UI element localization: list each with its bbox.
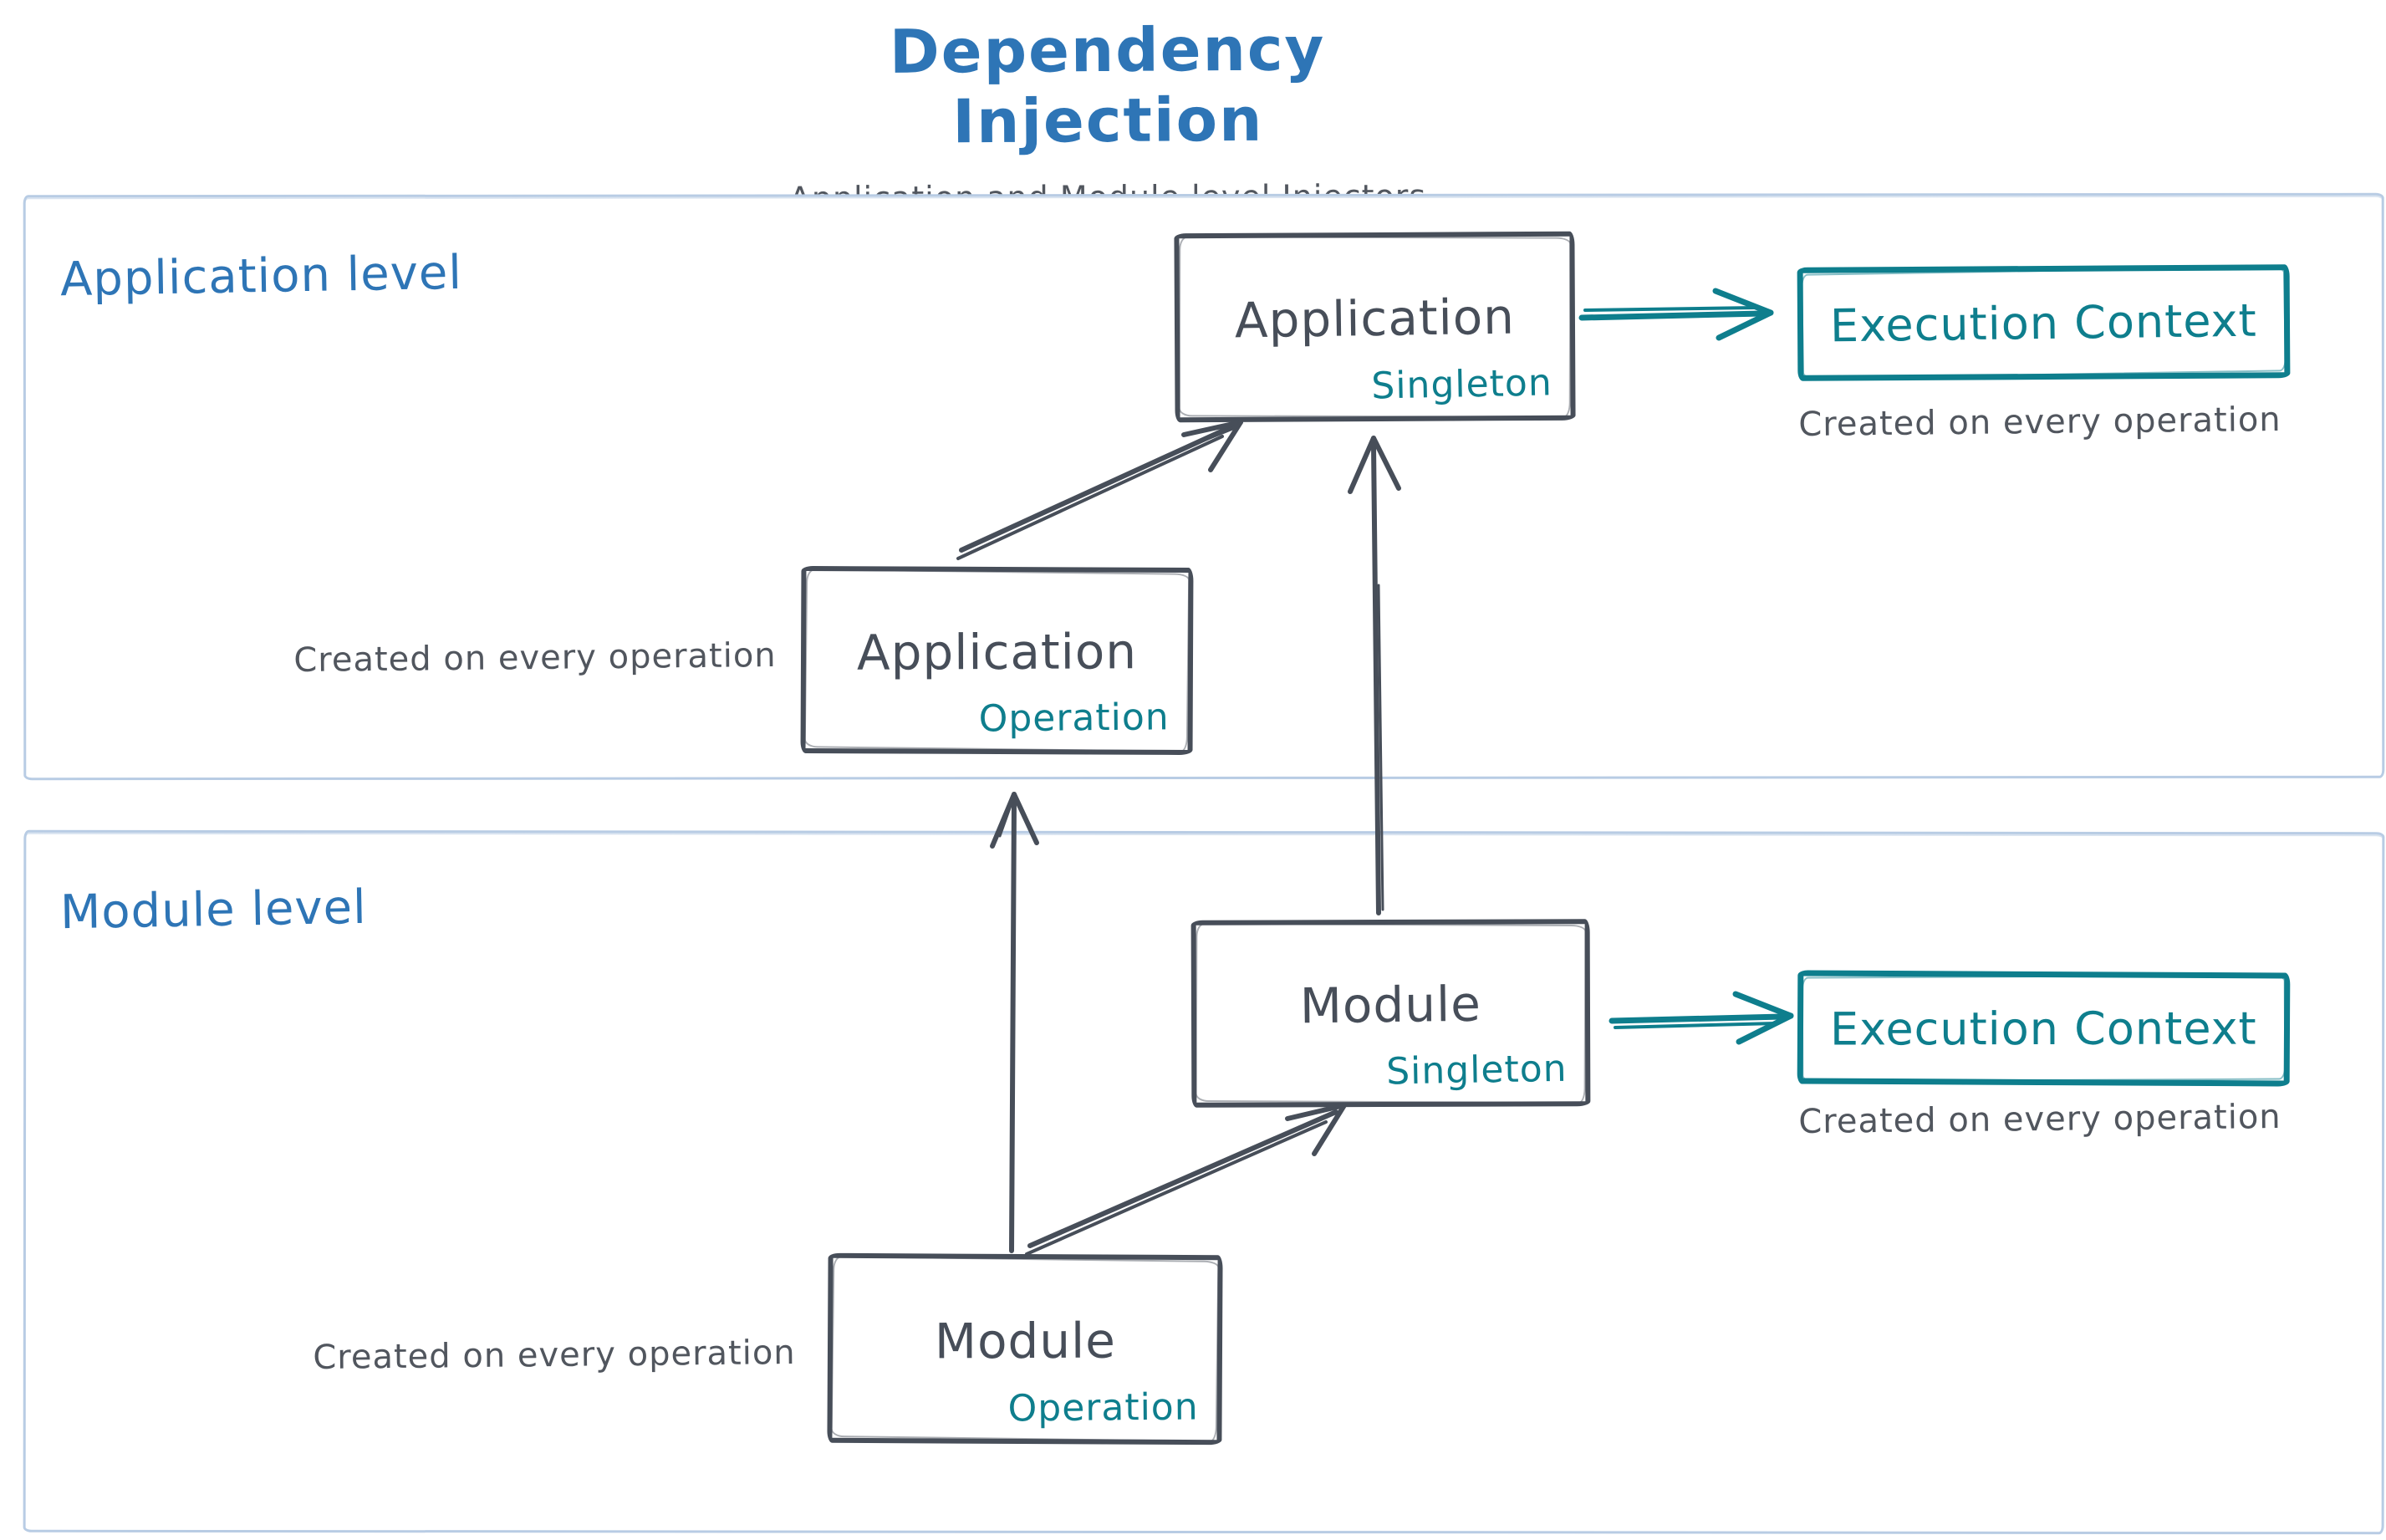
module-singleton-box: Module Singleton — [1190, 919, 1591, 1108]
module-operation-scope: Operation — [1007, 1385, 1199, 1430]
application-operation-box: Application Operation — [800, 565, 1194, 756]
application-execution-context-caption: Created on every operation — [1798, 400, 2281, 445]
application-singleton-title: Application — [1234, 288, 1516, 349]
module-operation-title: Module — [934, 1312, 1116, 1369]
module-execution-context-box: Execution Context — [1797, 970, 2291, 1087]
module-singleton-title: Module — [1299, 975, 1482, 1035]
module-singleton-scope: Singleton — [1385, 1047, 1568, 1094]
module-execution-context-label: Execution Context — [1830, 1002, 2257, 1055]
application-execution-context-box: Execution Context — [1797, 264, 2291, 381]
application-singleton-box: Application Singleton — [1174, 231, 1576, 423]
application-level-label: Application level — [59, 245, 463, 308]
application-operation-scope: Operation — [978, 696, 1170, 741]
application-operation-caption: Created on every operation — [293, 635, 777, 681]
diagram-header: Dependency Injection Application and Mod… — [752, 13, 1463, 217]
application-execution-context-label: Execution Context — [1829, 293, 2258, 352]
application-singleton-scope: Singleton — [1370, 361, 1552, 408]
module-operation-box: Module Operation — [827, 1252, 1223, 1446]
page-title: Dependency Injection — [889, 13, 1326, 157]
module-operation-caption: Created on every operation — [313, 1333, 796, 1378]
application-operation-title: Application — [856, 623, 1138, 681]
module-execution-context-caption: Created on every operation — [1798, 1097, 2281, 1142]
module-level-label: Module level — [59, 880, 368, 941]
